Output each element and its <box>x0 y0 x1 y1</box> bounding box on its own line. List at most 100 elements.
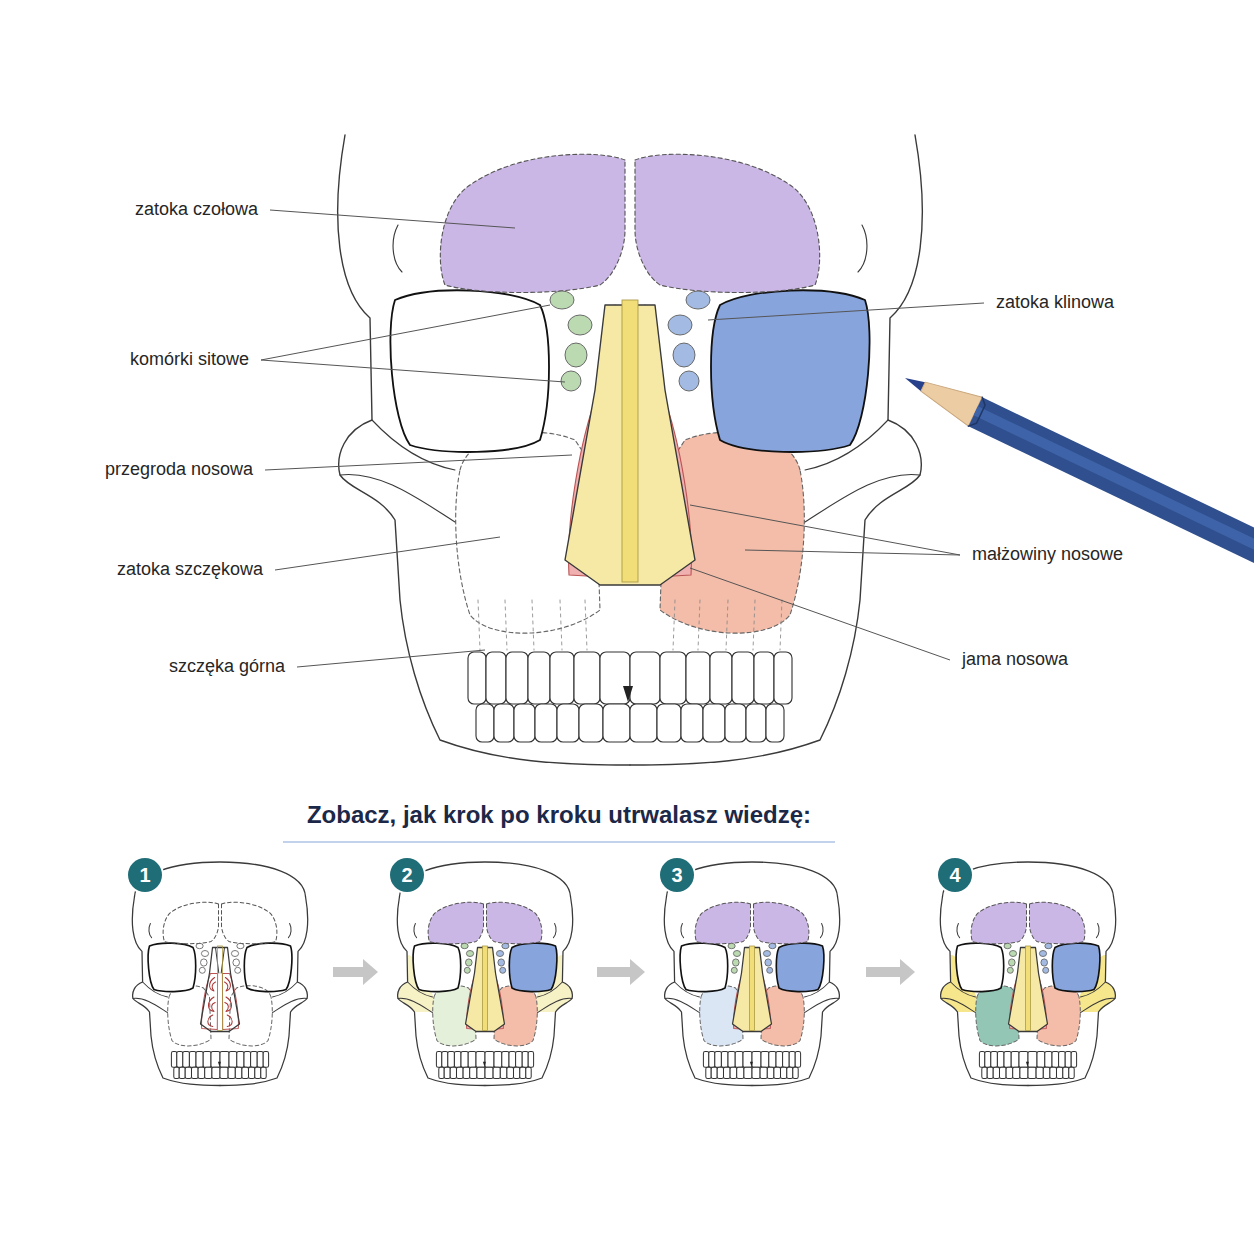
lower-tooth <box>787 1067 793 1078</box>
frontal-sinus <box>635 154 820 292</box>
step-number: 3 <box>671 865 682 885</box>
temple-line <box>553 924 556 938</box>
upper-tooth <box>528 652 550 704</box>
step-number-circle: 3 <box>660 858 694 892</box>
upper-tooth <box>486 652 506 704</box>
nasal-aperture <box>201 948 240 1032</box>
lower-tooth <box>526 1067 531 1078</box>
nasal-septum <box>218 946 223 1031</box>
concha-scroll <box>227 1015 232 1026</box>
ethmoid-cell <box>673 343 695 367</box>
temple-line <box>858 225 867 272</box>
lower-tooth <box>744 1067 752 1078</box>
ethmoid-cell <box>1009 959 1016 966</box>
upper-tooth <box>985 1052 991 1068</box>
upper-tooth <box>600 652 630 704</box>
ethmoid-cell <box>1043 967 1049 973</box>
lower-tooth <box>603 704 630 742</box>
zygomatic-line <box>398 998 433 1012</box>
temple-line <box>149 924 152 938</box>
upper-tooth <box>789 1052 795 1068</box>
lower-tooth <box>730 1067 737 1078</box>
upper-tooth <box>991 1052 998 1068</box>
upper-tooth <box>1037 1052 1045 1068</box>
leader-line <box>745 550 960 555</box>
lower-tooth <box>760 1067 767 1078</box>
zygomatic-line <box>805 474 920 522</box>
upper-tooth <box>220 1052 229 1068</box>
upper-tooth <box>1065 1052 1071 1068</box>
ethmoid-cell <box>464 967 470 973</box>
upper-tooth <box>997 1052 1004 1068</box>
orbit <box>1052 943 1100 991</box>
lower-tooth <box>1036 1067 1043 1078</box>
lower-tooth <box>793 1067 798 1078</box>
lower-tooth <box>476 704 494 742</box>
frontal-sinus <box>428 902 483 943</box>
frontal-sinus <box>971 902 1026 943</box>
frontal-sinus <box>1030 902 1085 943</box>
ethmoid-cell <box>466 951 473 957</box>
step-number-circle: 4 <box>938 858 972 892</box>
zygomatic-line <box>340 474 455 522</box>
upper-tooth <box>686 652 710 704</box>
upper-tooth <box>485 1052 494 1068</box>
lower-tooth <box>485 1067 493 1078</box>
orbit <box>244 943 292 991</box>
temple-line <box>414 924 417 938</box>
step-arrow <box>866 959 915 985</box>
upper-tooth <box>710 652 732 704</box>
zygomatic-line <box>133 998 168 1012</box>
ethmoid-cell <box>728 943 735 948</box>
zygomatic-line <box>941 998 976 1012</box>
upper-tooth <box>630 652 660 704</box>
upper-tooth <box>795 1052 800 1068</box>
lower-tooth <box>630 704 657 742</box>
zygomatic-line <box>273 998 308 1012</box>
upper-tooth <box>776 1052 783 1068</box>
upper-tooth <box>769 1052 776 1068</box>
lower-tooth <box>1013 1067 1020 1078</box>
heading-underline <box>283 841 835 843</box>
upper-tooth <box>732 652 754 704</box>
lower-tooth <box>1057 1067 1063 1078</box>
tooth-gap <box>750 1062 753 1067</box>
ethmoid-cell <box>1007 967 1013 973</box>
upper-tooth <box>244 1052 251 1068</box>
lower-tooth <box>774 1067 781 1078</box>
frontal-sinus <box>440 154 625 292</box>
part-label: zatoka czołowa <box>135 199 258 221</box>
tooth-root <box>673 600 675 650</box>
temple-line <box>957 924 960 938</box>
upper-tooth <box>522 1052 528 1068</box>
upper-tooth <box>509 1052 516 1068</box>
ethmoid-cell <box>237 943 244 948</box>
ethmoid-cell <box>565 343 587 367</box>
step-skull <box>397 862 572 1086</box>
lower-tooth <box>179 1067 185 1078</box>
lower-tooth <box>737 1067 744 1078</box>
lower-tooth <box>470 1067 477 1078</box>
lower-tooth <box>1063 1067 1069 1078</box>
upper-tooth <box>263 1052 268 1068</box>
upper-tooth <box>660 652 686 704</box>
upper-tooth <box>196 1052 203 1068</box>
step-number: 2 <box>401 865 412 885</box>
upper-tooth <box>1028 1052 1037 1068</box>
upper-tooth <box>703 1052 708 1068</box>
ethmoid-cell <box>769 943 776 948</box>
nasal-bone <box>216 948 219 974</box>
orbit <box>680 943 728 991</box>
ethmoid-cell <box>498 959 505 966</box>
part-label: jama nosowa <box>962 649 1068 671</box>
lower-tooth <box>993 1067 999 1078</box>
upper-tooth <box>754 652 774 704</box>
part-label: zatoka klinowa <box>996 292 1114 314</box>
step-skull <box>664 862 839 1086</box>
lower-tooth <box>249 1067 255 1078</box>
upper-tooth <box>476 1052 485 1068</box>
upper-tooth <box>211 1052 220 1068</box>
ethmoid-cell <box>1045 943 1052 948</box>
ethmoid-cell <box>731 967 737 973</box>
